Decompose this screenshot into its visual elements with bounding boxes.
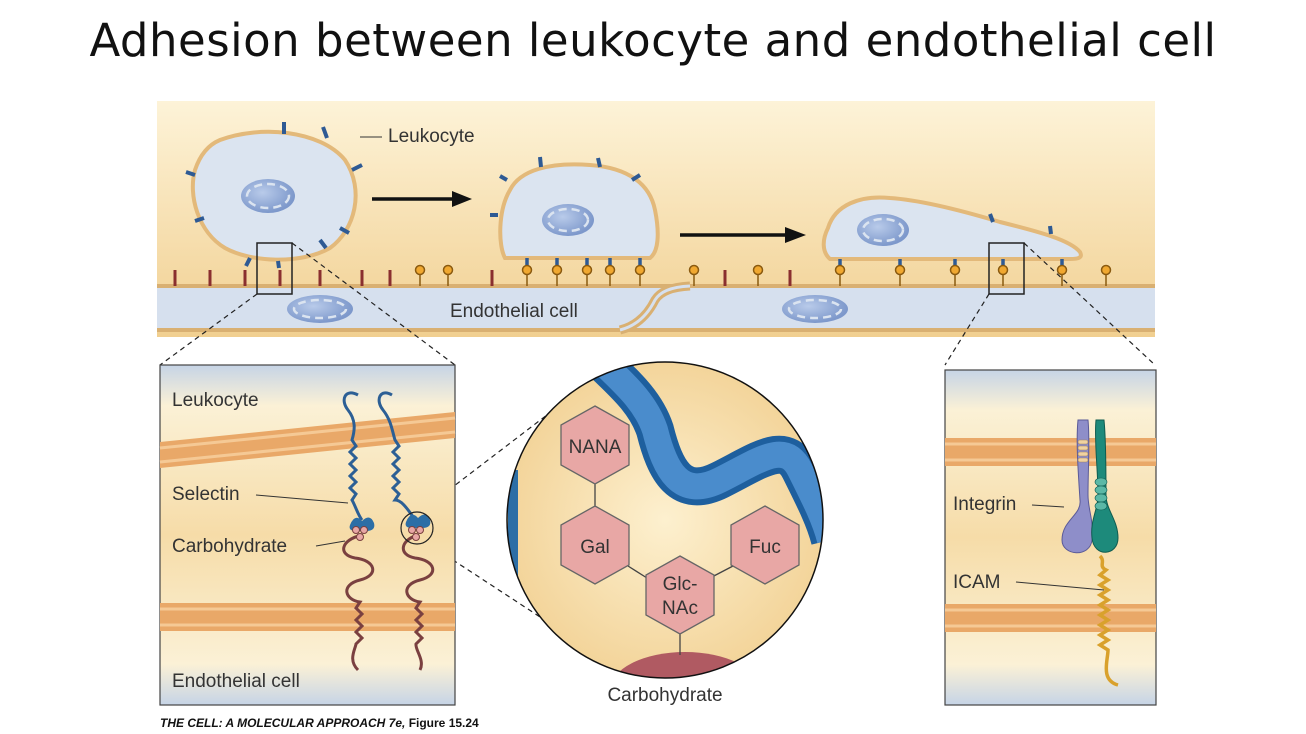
leukocyte-rolling <box>185 122 363 269</box>
gal-residue <box>560 505 630 585</box>
cell-junction-inner <box>619 284 691 332</box>
leukocyte-label: Leukocyte <box>388 126 475 147</box>
arrow-2 <box>680 227 806 243</box>
carbohydrate-glycoproteins <box>342 533 434 672</box>
nucleus-envelope <box>787 298 843 320</box>
glcnac-residue <box>645 555 715 635</box>
top-panel: Endothelial cell <box>157 101 1155 337</box>
figure-caption: THE CELL: A MOLECULAR APPROACH 7e, Figur… <box>160 716 479 730</box>
carbohydrate-detail-circle: NANA Gal Glc- NAc Fuc Carbohydrate <box>506 361 824 706</box>
left-endothelial-label: Endothelial cell <box>172 671 300 692</box>
selectin-label: Selectin <box>172 484 240 505</box>
carbohydrate-beads <box>352 526 424 541</box>
nac-label: NAc <box>662 598 698 619</box>
nana-residue <box>560 405 630 485</box>
sugar-residues <box>560 405 800 635</box>
fuc-residue <box>730 505 800 585</box>
integrin-label: Integrin <box>953 494 1016 515</box>
zoom-box-left <box>256 242 293 295</box>
left-leukocyte-label: Leukocyte <box>172 390 259 411</box>
endothelial-selectins <box>173 270 792 286</box>
fuc-label: Fuc <box>749 537 781 558</box>
carbohydrate-leader <box>315 540 346 547</box>
endothelial-membrane <box>160 603 455 631</box>
zoom-box-right <box>988 242 1025 295</box>
icam-leader <box>1015 581 1105 591</box>
caption-source: THE CELL: A MOLECULAR APPROACH 7e, <box>160 716 406 730</box>
arrow-1 <box>372 191 472 207</box>
leukocyte-membrane-right <box>945 438 1156 466</box>
selectin-leader <box>255 494 349 504</box>
integrin-alpha <box>1061 419 1093 554</box>
nana-label: NANA <box>569 437 622 458</box>
leukocyte-rolling-2 <box>490 156 660 286</box>
gal-label: Gal <box>580 537 610 558</box>
endothelial-icams <box>414 264 1112 286</box>
integrin-beta <box>1091 419 1119 553</box>
glc-label: Glc- <box>663 574 698 595</box>
caption-figure: Figure 15.24 <box>408 716 479 730</box>
integrin-leader <box>1031 504 1065 508</box>
carbohydrate-label: Carbohydrate <box>172 536 287 557</box>
nucleus-envelope <box>292 298 348 320</box>
endothelial-membrane-right <box>945 604 1156 632</box>
icam-label: ICAM <box>953 572 1001 593</box>
slide-title: Adhesion between leukocyte and endotheli… <box>89 14 1217 67</box>
right-zoom-panel: Integrin ICAM <box>944 369 1157 706</box>
center-carbohydrate-label: Carbohydrate <box>607 685 722 706</box>
left-zoom-panel: Leukocyte Selectin Carbohydrate Endothel… <box>159 364 456 706</box>
selectin-molecules <box>342 391 416 521</box>
icam-molecule <box>1096 554 1119 687</box>
endothelial-cell-label: Endothelial cell <box>450 301 578 322</box>
magnify-circle <box>400 511 434 545</box>
